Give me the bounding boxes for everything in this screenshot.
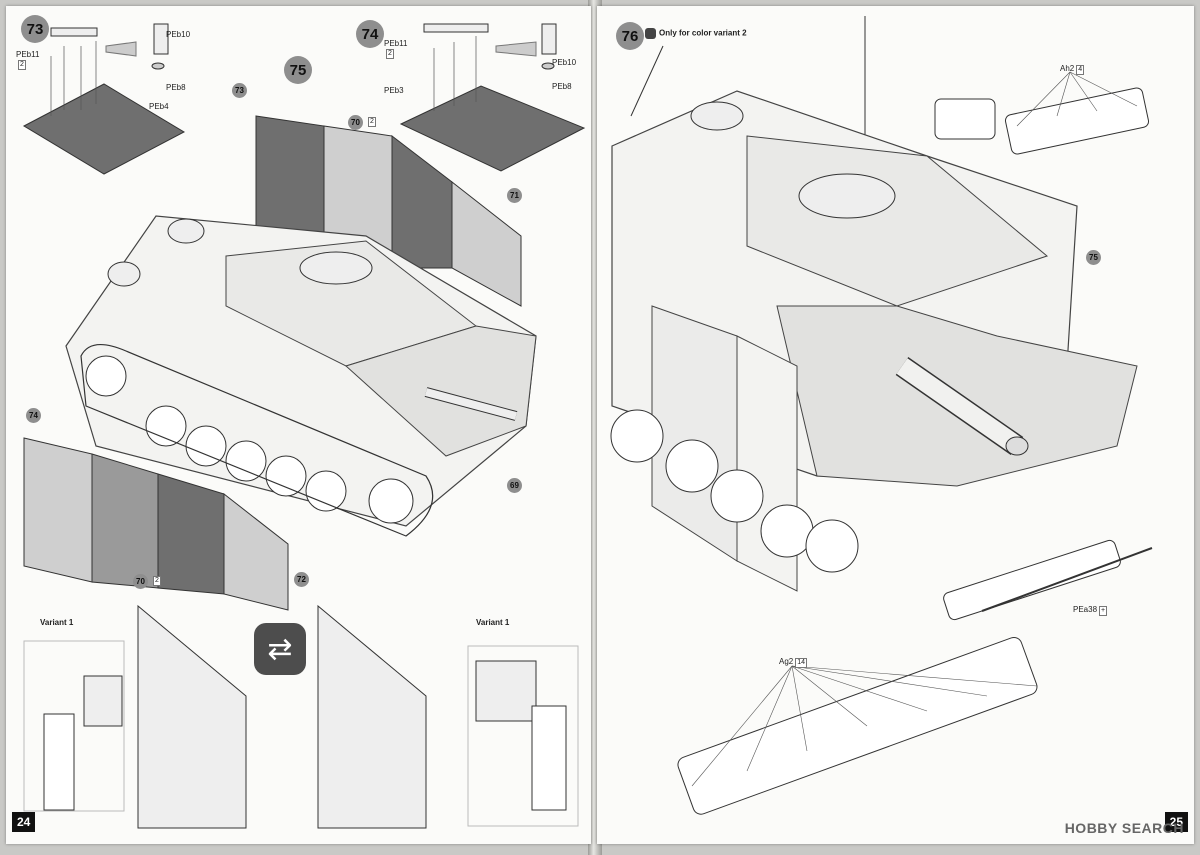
callout-75: 75 [1086,250,1101,265]
callout-72: 72 [294,572,309,587]
step-74-number: 74 [356,20,384,48]
step-73-number: 73 [21,15,49,43]
color-variant-text: Only for color variant 2 [659,28,747,38]
hobby-search-watermark: HOBBY SEARCH [1064,820,1184,836]
right-page-illustration [610,16,1153,815]
color-variant-icon [645,28,656,39]
variant-label: Variant 1 [476,618,510,627]
step-75-number: 75 [284,56,312,84]
callout-71: 71 [507,188,522,203]
color-variant-note: Only for color variant 2 [645,28,747,39]
callout-70: 70 [348,115,363,130]
page-number-left: 24 [12,812,36,832]
part-label: PEb8 [166,83,186,92]
part-label-pea38: PEa38+ [1073,605,1108,616]
part-label: PEb10 [166,30,191,39]
callout-70b: 70 [133,574,148,589]
part-label: PEb8 [552,82,572,91]
part-label: PEb3 [384,86,404,95]
variant-label: Variant 1 [40,618,74,627]
qty-70: 2 [368,117,376,127]
qty-70b: 2 [153,576,161,586]
swap-arrows-icon: ⇄ [254,623,306,675]
callout-69: 69 [507,478,522,493]
left-page-illustration [22,23,586,829]
step-76-number: 76 [616,22,644,50]
part-label: PEb10 [552,58,577,67]
callout-73: 73 [232,83,247,98]
part-label: PEb4 [149,102,169,111]
callout-74: 74 [26,408,41,423]
page-number-right: 25 [1164,812,1188,832]
